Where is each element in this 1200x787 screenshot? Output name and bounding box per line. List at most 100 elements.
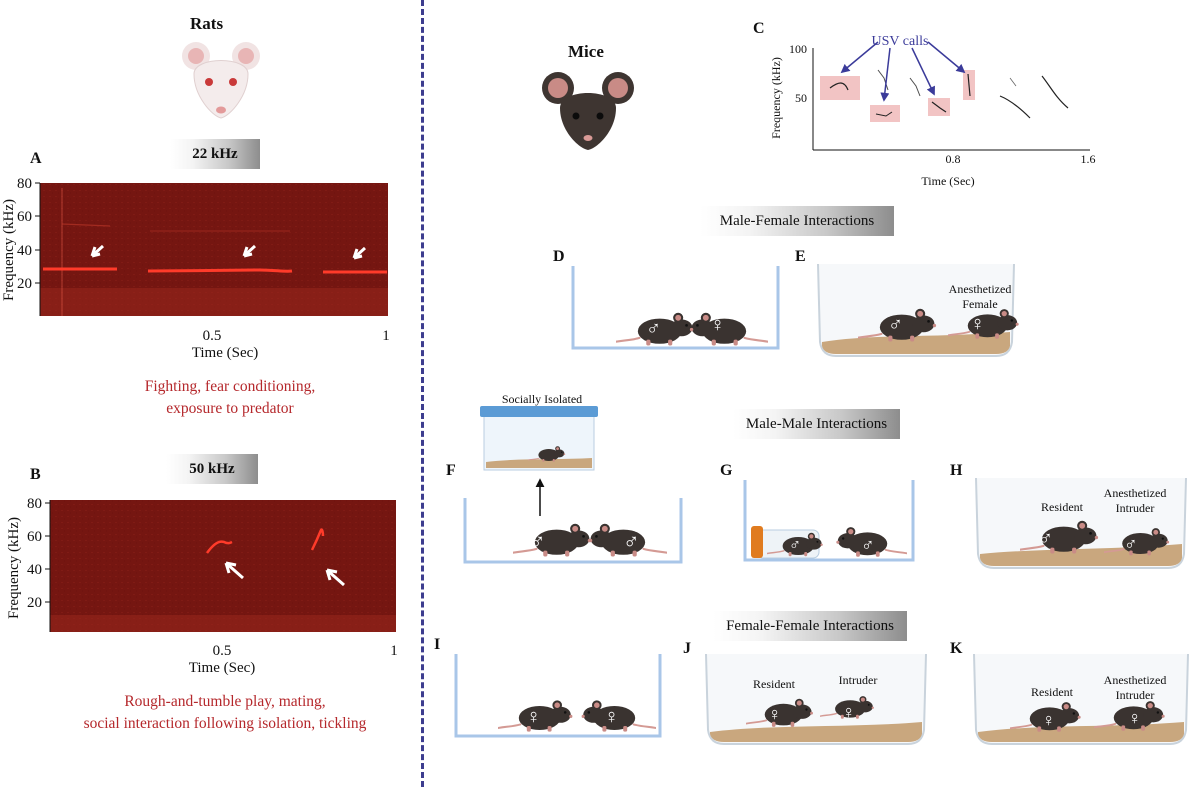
cage-h: ♂ ♂ — [975, 477, 1187, 569]
isolation-arrow — [535, 478, 545, 516]
y-axis-label: Frequency (kHz) — [1, 199, 17, 301]
arrow-icon — [90, 244, 105, 258]
xtick-label: 0.5 — [203, 328, 222, 344]
spectrogram-22khz: 80 60 40 20 0.5 1 Time (Sec) Frequency (… — [1, 176, 390, 361]
call-trace — [205, 540, 233, 554]
female-symbol-icon: ♀ — [768, 704, 782, 724]
rats-title: Rats — [190, 14, 224, 33]
male-symbol-icon: ♂ — [861, 535, 875, 555]
ytick-label: 100 — [789, 42, 807, 56]
usv-call-highlight — [870, 105, 900, 122]
intruder-label: Intruder — [1115, 688, 1155, 702]
male-symbol-icon: ♂ — [646, 318, 661, 340]
anesthetized-label: Anesthetized — [948, 282, 1012, 296]
female-symbol-icon: ♀ — [710, 314, 725, 336]
ytick-label: 20 — [27, 595, 42, 611]
panel-b-letter: B — [30, 466, 41, 483]
xtick-label: 1.6 — [1081, 152, 1096, 166]
cage-g: ♂ ♂ — [743, 480, 915, 562]
isolation-cage — [480, 406, 598, 471]
cage-f: ♂ ♂ — [463, 498, 683, 564]
ytick-label: 20 — [17, 276, 32, 292]
mouse-head-icon — [542, 72, 634, 150]
male-symbol-icon: ♂ — [789, 537, 801, 554]
intruder-label: Intruder — [838, 673, 878, 687]
panel-k-letter: K — [950, 640, 963, 657]
band-50khz-label: 50 kHz — [166, 454, 258, 484]
male-female-section-label: Male-Female Interactions — [700, 206, 894, 236]
female-symbol-icon: ♀ — [970, 313, 985, 335]
xtick-label: 1 — [390, 643, 398, 659]
socially-isolated-label: Socially Isolated — [501, 392, 583, 406]
arrow-icon — [224, 561, 244, 580]
male-symbol-icon: ♂ — [529, 529, 546, 554]
panel-g-letter: G — [720, 462, 733, 479]
usv-arrow — [880, 47, 891, 102]
usv-arrow — [927, 41, 966, 74]
arrow-icon — [242, 244, 257, 258]
usv-arrow — [911, 47, 935, 96]
usv-spectrogram: 100 50 0.8 1.6 Time (Sec) Frequency (kHz… — [769, 34, 1096, 188]
xtick-label: 0.5 — [213, 643, 232, 659]
cage-j: ♀ ♀ — [705, 653, 927, 745]
ytick-label: 80 — [17, 176, 32, 192]
resident-label: Resident — [1041, 500, 1083, 514]
male-symbol-icon: ♂ — [1038, 528, 1053, 550]
y-axis-label: Frequency (kHz) — [769, 57, 783, 139]
mice-title: Mice — [568, 42, 604, 61]
female-label: Female — [962, 297, 998, 311]
arrow-icon — [352, 246, 367, 260]
intruder-label: Intruder — [1115, 501, 1155, 515]
panel-a-letter: A — [30, 150, 42, 167]
ytick-label: 40 — [17, 243, 32, 259]
call-trace — [147, 268, 293, 273]
arrow-icon — [325, 568, 345, 587]
restraint-tube — [751, 526, 763, 558]
anesthetized-label: Anesthetized — [1103, 673, 1167, 687]
x-axis-label: Time (Sec) — [189, 660, 256, 676]
xtick-label: 0.8 — [946, 152, 961, 166]
section-divider — [421, 0, 424, 787]
cage-d: ♂ ♀ — [571, 266, 780, 350]
male-symbol-icon: ♂ — [1124, 534, 1138, 554]
spectrogram-50khz: 80 60 40 20 0.5 1 Time (Sec) Frequency (… — [6, 496, 398, 676]
usv-arrow — [840, 41, 879, 74]
ytick-label: 60 — [17, 209, 32, 225]
resident-label: Resident — [1031, 685, 1073, 699]
cage-e: ♂ ♀ — [817, 263, 1020, 357]
rats-50khz-caption-line1: Rough-and-tumble play, mating, — [124, 693, 326, 710]
panel-d-letter: D — [553, 248, 565, 265]
panel-e-letter: E — [795, 248, 806, 265]
ytick-label: 60 — [27, 529, 42, 545]
male-symbol-icon: ♂ — [888, 314, 903, 336]
band-22khz-label: 22 kHz — [170, 139, 260, 169]
usv-call-highlight — [820, 76, 860, 100]
male-symbol-icon: ♂ — [623, 529, 640, 554]
female-symbol-icon: ♀ — [1128, 708, 1142, 728]
female-symbol-icon: ♀ — [842, 702, 856, 722]
rats-22khz-caption-line2: exposure to predator — [166, 400, 294, 417]
call-trace — [310, 528, 325, 551]
resident-label: Resident — [753, 677, 795, 691]
rats-22khz-caption-line1: Fighting, fear conditioning, — [144, 378, 316, 395]
ytick-label: 80 — [27, 496, 42, 512]
female-symbol-icon: ♀ — [526, 706, 541, 728]
anesthetized-label: Anesthetized — [1103, 486, 1167, 500]
cage-i: ♀ ♀ — [454, 654, 662, 738]
cage-k: ♀ ♀ — [973, 653, 1189, 745]
panel-i-letter: I — [434, 636, 441, 653]
rats-50khz-caption-line2: social interaction following isolation, … — [83, 715, 367, 732]
female-symbol-icon: ♀ — [1042, 710, 1056, 730]
x-axis-label: Time (Sec) — [921, 174, 974, 188]
xtick-label: 1 — [382, 328, 390, 344]
male-male-section-label: Male-Male Interactions — [733, 409, 900, 439]
female-female-section-label: Female-Female Interactions — [713, 611, 907, 641]
x-axis-label: Time (Sec) — [192, 345, 259, 361]
ytick-label: 50 — [795, 91, 807, 105]
panel-c-letter: C — [753, 20, 765, 37]
panel-h-letter: H — [950, 462, 963, 479]
panel-f-letter: F — [446, 462, 456, 479]
rat-head-icon — [182, 42, 260, 119]
panel-j-letter: J — [683, 640, 691, 657]
y-axis-label: Frequency (kHz) — [6, 517, 22, 619]
